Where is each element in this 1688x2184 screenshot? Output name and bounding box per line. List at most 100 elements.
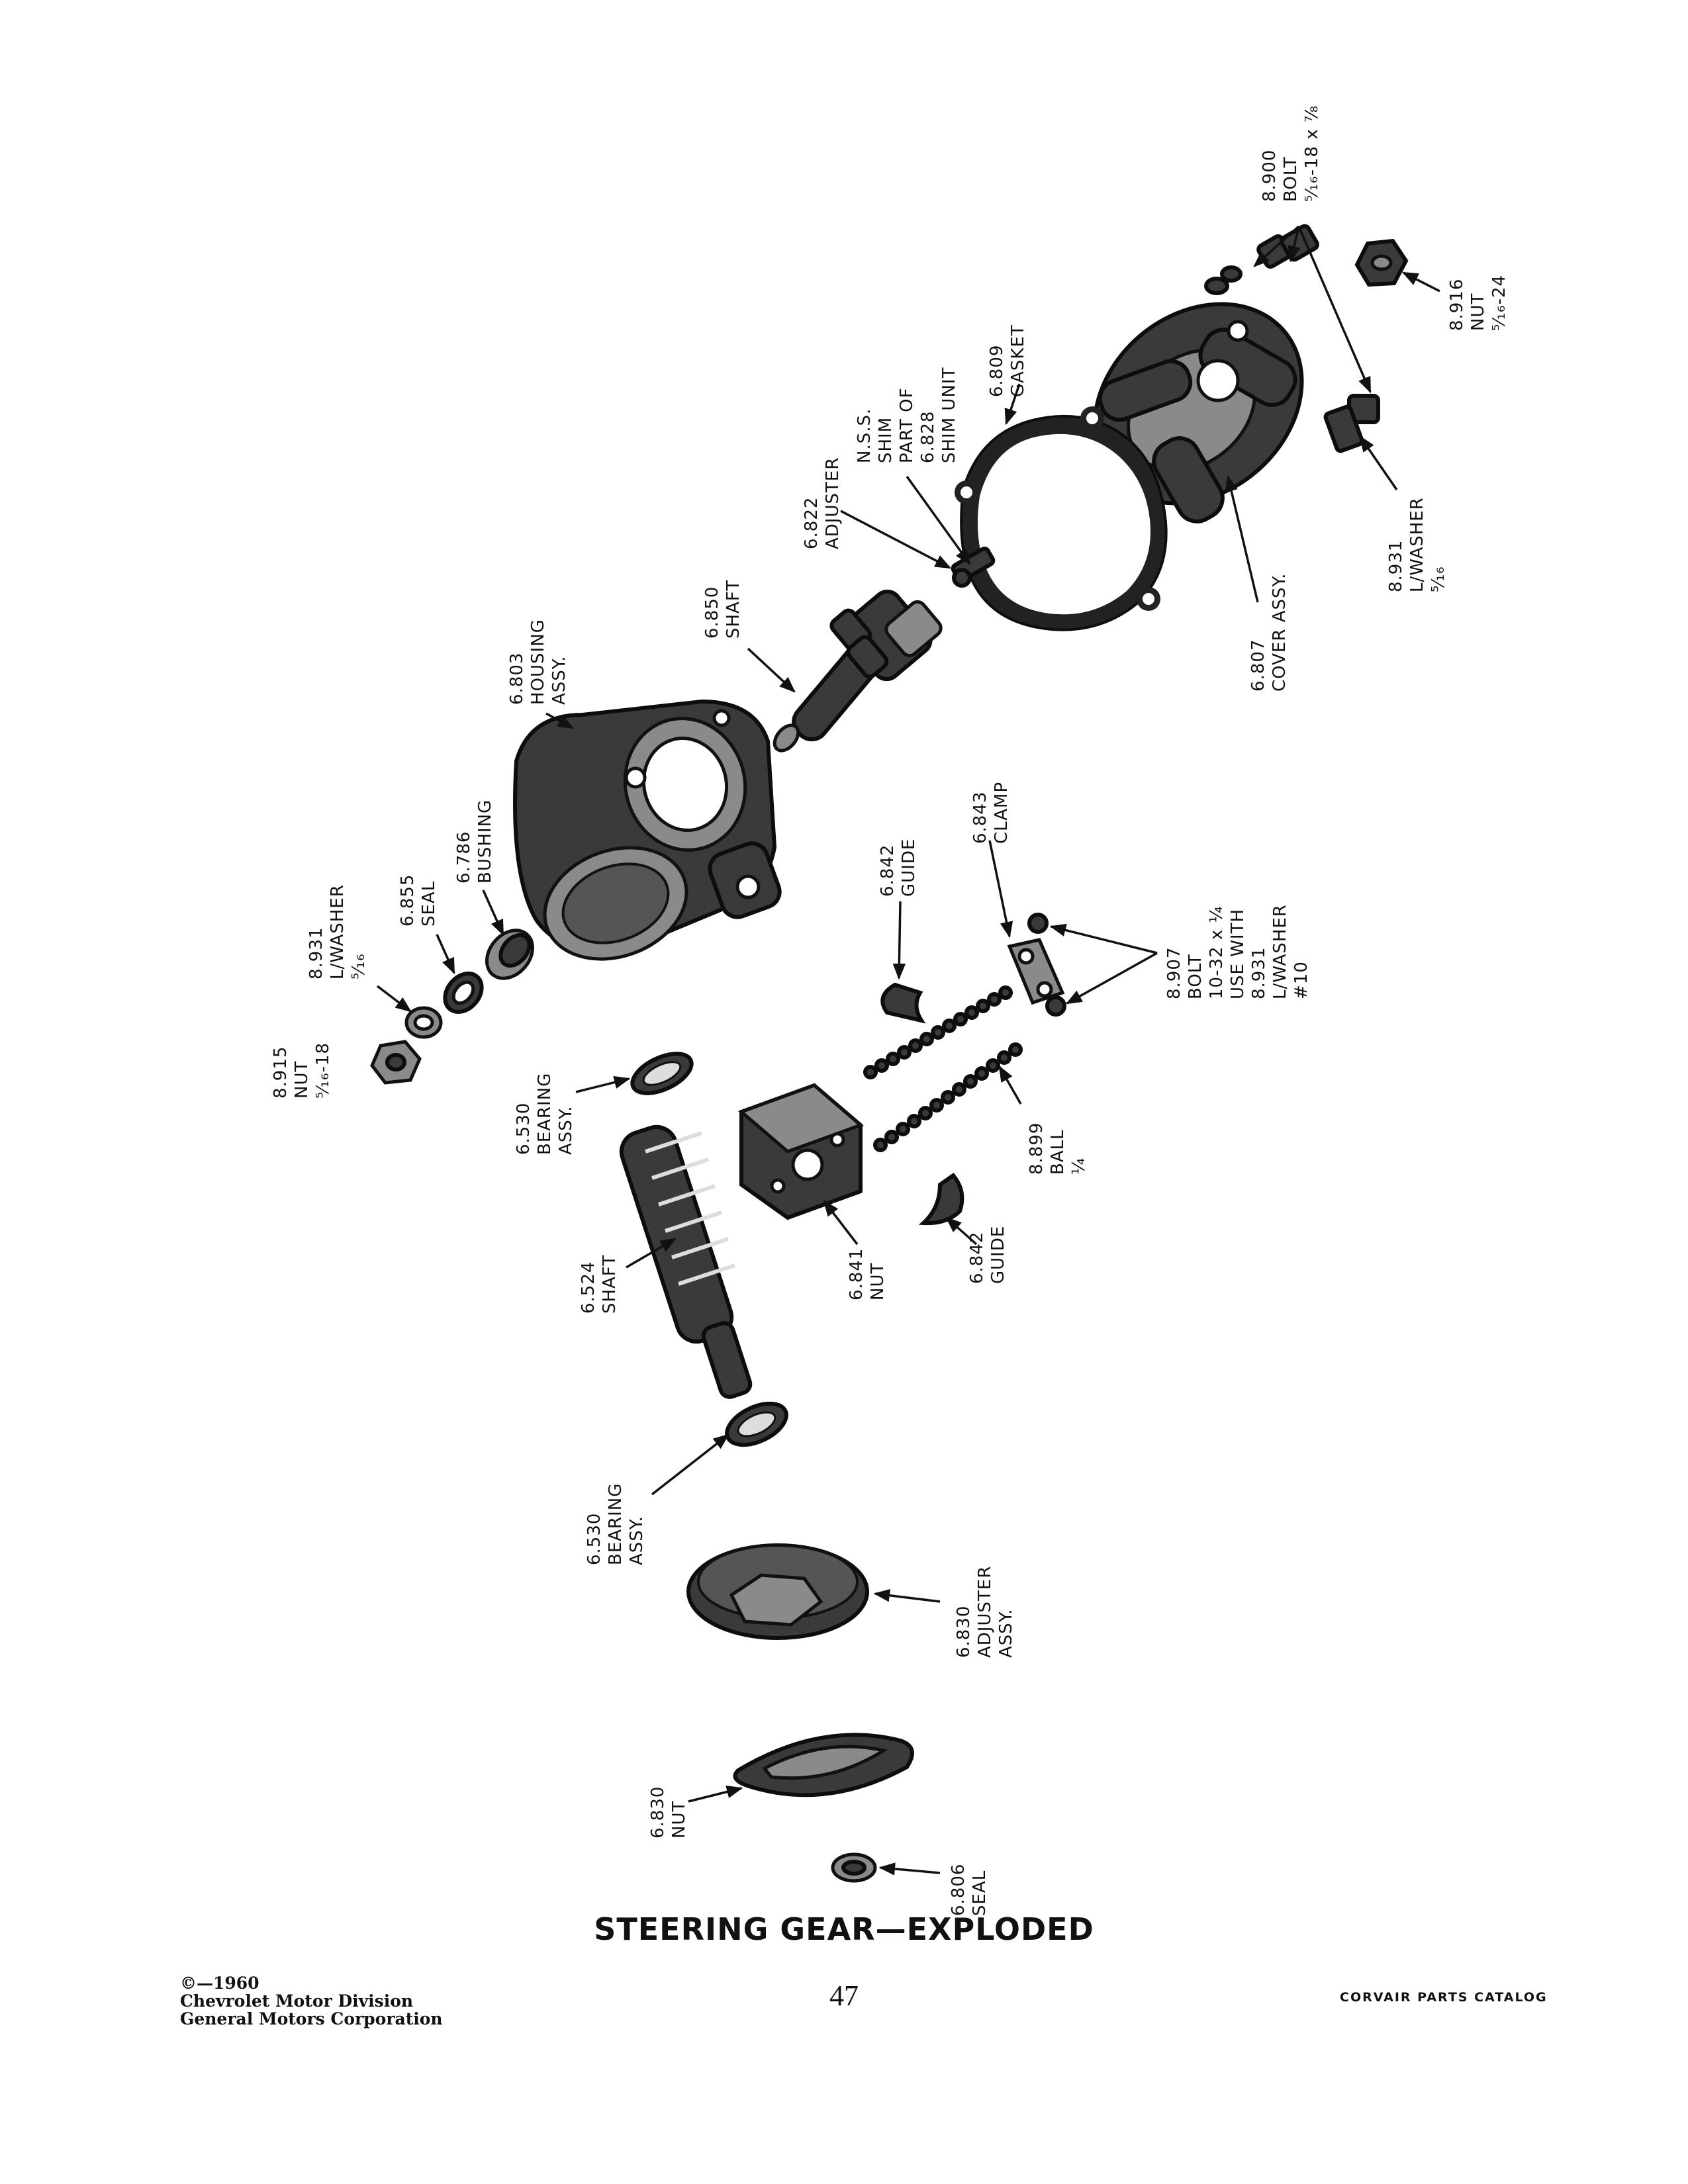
label-line: 6.842 [967,1231,987,1284]
leader-lines [376,225,1440,1876]
label-line: 6.822 [802,496,821,549]
leader-lwasher-cover [1359,435,1398,490]
label-line: NUT [292,1060,312,1099]
label-line: 8.907 [1164,946,1184,999]
cover-assy-part [1092,302,1304,523]
label-line: 8.931 [1386,539,1406,592]
copyright-block: ©—1960 Chevrolet Motor Division General … [180,1974,443,2028]
label-line: PART OF [897,387,917,463]
cover-lwasher-bolt-part [1323,394,1380,453]
label-line: 6.843 [970,791,990,844]
label-line: SHIM UNIT [939,367,959,463]
label-line: ¼ [1069,1157,1089,1175]
guide-6842-upper-part [880,982,926,1024]
label-line: SHIM [876,416,896,463]
label-line: NUT [868,1262,888,1300]
leader-shaft-6850 [747,647,796,693]
label-line: HOUSING [528,619,548,705]
leader-adjuster-6822 [840,510,952,569]
leader-adjuster-6830 [873,1588,941,1603]
bearing-6530-upper-part [630,1052,694,1095]
label-line: SEAL [970,1870,990,1916]
copyright-division: Chevrolet Motor Division [180,1991,414,2011]
label-line: 8.931 [1249,946,1269,999]
label-line: ⁵⁄₁₆ [349,953,369,979]
catalog-name: CORVAIR PARTS CATALOG [1340,1990,1548,2005]
label-line: NUT [669,1800,689,1839]
nut-8915-part [370,1040,422,1085]
label-line: 8.916 [1447,278,1467,331]
seal-6855-part [443,972,484,1014]
leader-bushing-6786 [482,889,504,936]
label-line: N.S.S. [855,408,874,463]
label-line: #10 [1291,961,1311,999]
label-line: GUIDE [988,1225,1008,1284]
label-line: 6.855 [398,874,418,927]
label-line: SHAFT [600,1254,620,1314]
label-line: 6.530 [514,1102,534,1155]
label-line: ASSY. [556,1105,576,1155]
label-line: 8.931 [306,927,326,979]
adjuster-6830-part [686,1543,869,1640]
leader-guide-6842-lower [945,1216,978,1246]
label-line: 6.850 [702,586,722,639]
label-line: 6.807 [1248,639,1268,692]
copyright-corporation: General Motors Corporation [180,2009,443,2028]
leader-bolt-8907-a [1049,923,1158,954]
label-line: L/WASHER [328,884,348,979]
leader-seal-6855 [436,934,455,975]
label-line: ASSY. [996,1608,1016,1658]
label-line: BUSHING [475,799,495,884]
label-line: 6.809 [987,344,1007,397]
label-line: 6.803 [507,652,527,705]
leader-nut-6841 [823,1200,859,1246]
leader-gasket [1004,383,1021,426]
lwasher-8931-housing-part [404,1006,443,1039]
label-line: BOLT [1186,954,1205,999]
label-line: SEAL [419,880,439,927]
label-line: GUIDE [899,838,919,897]
label-line: L/WASHER [1407,497,1427,592]
label-line: BALL [1048,1129,1068,1175]
label-line: 8.915 [271,1046,291,1099]
leader-nut-8916 [1401,271,1440,293]
label-line: 8.899 [1027,1122,1047,1175]
label-line: L/WASHER [1270,904,1290,999]
page-title: STEERING GEAR—EXPLODED [594,1911,1094,1947]
leader-clamp-6843 [988,840,1013,938]
label-line: COVER ASSY. [1270,572,1289,692]
guide-6842-lower-part [918,1172,964,1226]
label-line: ⁵⁄₁₆-24 [1489,274,1509,331]
label-line: ASSY. [627,1516,647,1565]
nut-8916-part [1354,238,1409,287]
label-line: 10-32 x ¼ [1207,905,1227,999]
label-line: 6.530 [585,1512,604,1565]
clamp-part [1007,938,1065,1005]
seal-6806-part [831,1852,877,1883]
label-line: USE WITH [1228,908,1248,999]
label-line: 6.806 [949,1863,968,1916]
leader-bolt-8900-c [1297,226,1372,394]
label-line: 6.841 [847,1248,867,1300]
clamp-bolt-part [1027,913,1066,1017]
leader-bearing-6530-lower [651,1433,729,1496]
worm-shaft-part [619,1124,753,1399]
leader-cover-6807 [1225,475,1259,603]
bushing-part [485,929,534,980]
leader-shaft-6524 [626,1238,677,1269]
